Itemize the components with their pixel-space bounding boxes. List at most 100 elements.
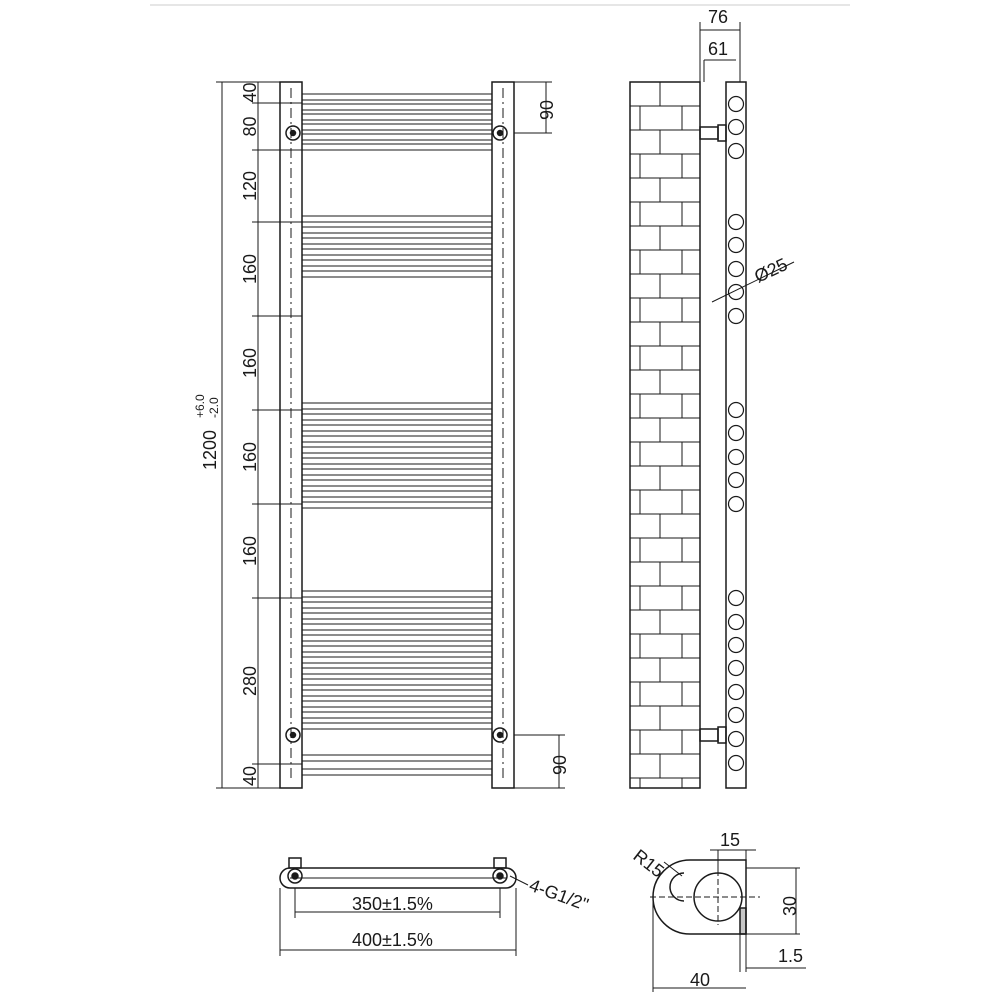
rail-circle <box>727 754 745 772</box>
rung <box>301 768 493 776</box>
rung <box>301 413 493 421</box>
rail-circle <box>727 589 745 607</box>
section-height-label: 30 <box>780 896 800 916</box>
section-hatch <box>739 907 747 935</box>
connection-left <box>287 868 303 884</box>
rung <box>301 623 493 631</box>
rung <box>301 457 493 465</box>
rail-circle <box>727 706 745 724</box>
spacing-label: 160 <box>240 536 260 566</box>
rung <box>301 711 493 719</box>
bracket-offset-bottom-label: 90 <box>550 755 570 775</box>
rail-circle <box>727 283 745 301</box>
rail-circle <box>727 118 745 136</box>
rung <box>301 402 493 410</box>
tolerance-minus-label: -2.0 <box>207 397 221 418</box>
rung <box>301 215 493 223</box>
rung <box>301 700 493 708</box>
rung <box>301 435 493 443</box>
rung <box>301 667 493 675</box>
connection-leader <box>509 875 529 886</box>
spacing-label: 160 <box>240 348 260 378</box>
rail-circles <box>727 95 745 772</box>
rail-circle <box>727 236 745 254</box>
bracket-bottom-right <box>492 727 508 743</box>
rung <box>301 133 493 141</box>
connection-right <box>492 868 508 884</box>
rung <box>301 656 493 664</box>
rungs <box>301 93 493 776</box>
rail-diameter-label: Ø25 <box>751 254 790 287</box>
spacing-ticks <box>252 81 302 789</box>
rung <box>301 601 493 609</box>
rail-circle <box>727 401 745 419</box>
section-wall-label: 15 <box>720 830 740 850</box>
brick-pattern <box>630 81 700 788</box>
top-view <box>279 857 529 956</box>
section-width-label: 40 <box>690 970 710 990</box>
rung <box>301 93 493 101</box>
front-view <box>216 81 565 789</box>
depth-outer-label: 76 <box>708 7 728 27</box>
rail-circle <box>727 471 745 489</box>
rail-circle <box>727 213 745 231</box>
overall-width-label: 400±1.5% <box>352 930 433 950</box>
pipe-centres-label: 350±1.5% <box>352 894 433 914</box>
wall-bracket-bottom-cap <box>717 726 727 744</box>
wall-bracket-top-cap <box>717 124 727 142</box>
rail-circle <box>727 683 745 701</box>
spacing-label: 160 <box>240 442 260 472</box>
section-radius-label: R15 <box>630 845 668 881</box>
wall-bracket-top <box>699 126 719 140</box>
rail-circle <box>727 613 745 631</box>
rung <box>301 143 493 151</box>
rail-circle <box>727 659 745 677</box>
rung <box>301 259 493 267</box>
top-rail <box>279 867 517 889</box>
rung <box>301 634 493 642</box>
rung <box>301 103 493 111</box>
rail-circle <box>727 730 745 748</box>
rail-circle <box>727 495 745 513</box>
section-outline <box>652 859 747 935</box>
rung <box>301 722 493 730</box>
rung <box>301 424 493 432</box>
rail-circle <box>727 307 745 325</box>
spacing-label: 80 <box>240 116 260 136</box>
side-rail <box>725 81 747 789</box>
overall-height-label: 1200 <box>200 430 220 470</box>
rung <box>301 612 493 620</box>
depth-inner-label: 61 <box>708 39 728 59</box>
spacing-label: 280 <box>240 666 260 696</box>
rail-circle <box>727 260 745 278</box>
rung <box>301 113 493 121</box>
side-view <box>629 22 795 789</box>
rung <box>301 270 493 278</box>
spacing-label: 40 <box>240 82 260 102</box>
rung <box>301 590 493 598</box>
spacing-label: 40 <box>240 766 260 786</box>
rung <box>301 468 493 476</box>
rung <box>301 226 493 234</box>
rung <box>301 237 493 245</box>
bracket-bottom-left <box>285 727 301 743</box>
rail-circle <box>727 448 745 466</box>
tolerance-plus-label: +6.0 <box>193 394 207 418</box>
wall-bracket-bottom <box>699 728 719 742</box>
rail-circle <box>727 636 745 654</box>
valve-left <box>288 857 302 869</box>
section-thickness-label: 1.5 <box>778 946 803 966</box>
radius-leader <box>663 861 683 877</box>
rung <box>301 123 493 131</box>
spacing-label: 120 <box>240 171 260 201</box>
rung <box>301 479 493 487</box>
bracket-top-right <box>492 125 508 141</box>
rung <box>301 446 493 454</box>
rail-circle <box>727 95 745 113</box>
rung <box>301 645 493 653</box>
rung <box>301 490 493 498</box>
section-view <box>650 849 806 992</box>
rail-circle <box>727 142 745 160</box>
